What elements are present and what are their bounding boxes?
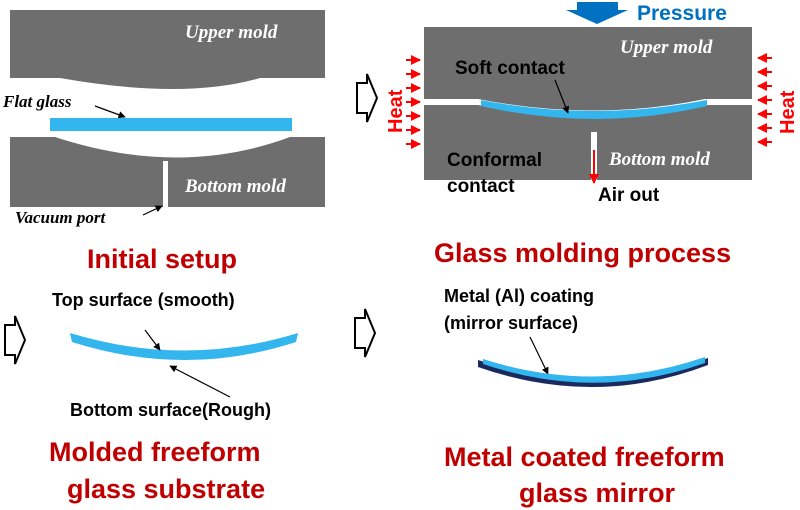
bottom-mold xyxy=(10,137,325,207)
upper-mold xyxy=(424,27,752,111)
coated-glass-mirror xyxy=(483,357,705,383)
caption-molded-line2: glass substrate xyxy=(67,474,265,504)
process-arrow-icon xyxy=(4,315,27,365)
air-out-label: Air out xyxy=(598,185,660,206)
process-arrow-icon xyxy=(356,73,379,123)
bottom-surface-pointer xyxy=(169,365,231,398)
top-surface-label: Top surface (smooth) xyxy=(52,290,235,310)
panel-molded-substrate: Top surface (smooth) Bottom surface(Roug… xyxy=(49,290,298,504)
molded-glass-substrate xyxy=(70,333,298,360)
bottom-mold-label: Bottom mold xyxy=(608,149,710,170)
heat-label-right: Heat xyxy=(777,90,799,134)
upper-mold-label: Upper mold xyxy=(185,22,278,43)
metal-coating xyxy=(478,358,708,388)
heat-label-left: Heat xyxy=(385,89,407,133)
upper-mold xyxy=(10,10,325,89)
caption-coated-line1: Metal coated freeform xyxy=(444,442,725,472)
flat-glass-label: Flat glass xyxy=(2,92,72,111)
coating-label-line1: Metal (Al) coating xyxy=(444,286,594,306)
process-arrow-icon xyxy=(354,308,377,358)
soft-contact-pointer xyxy=(554,79,569,114)
heat-arrow-icon xyxy=(406,55,421,149)
molded-glass xyxy=(481,100,707,119)
caption-molding-process: Glass molding process xyxy=(434,238,731,268)
bottom-surface-label: Bottom surface(Rough) xyxy=(70,400,271,420)
conformal-contact-line2: contact xyxy=(447,176,515,197)
bottom-mold xyxy=(424,105,752,180)
caption-initial-setup: Initial setup xyxy=(87,244,237,274)
top-surface-pointer xyxy=(144,329,161,351)
panel-molding-process: Pressure Upper mold Bottom mold Air out … xyxy=(385,2,799,268)
conformal-contact-line1: Conformal xyxy=(447,150,542,171)
pressure-label: Pressure xyxy=(637,2,727,25)
vacuum-port-pointer xyxy=(142,205,163,216)
flat-glass xyxy=(50,118,292,131)
pressure-arrow-icon xyxy=(566,2,628,24)
vacuum-port-label: Vacuum port xyxy=(15,208,106,227)
soft-contact-label: Soft contact xyxy=(455,58,565,79)
caption-molded-line1: Molded freeform xyxy=(49,437,261,467)
bottom-mold-label: Bottom mold xyxy=(184,176,286,197)
flat-glass-pointer xyxy=(94,105,126,119)
caption-coated-line2: glass mirror xyxy=(519,478,676,508)
upper-mold-label: Upper mold xyxy=(620,37,713,58)
heat-arrow-icon xyxy=(757,53,772,147)
vacuum-port xyxy=(163,161,168,207)
panel-initial-setup: Upper mold Bottom mold Flat glass Vacuum… xyxy=(2,10,325,274)
coating-pointer xyxy=(529,336,549,375)
coating-label-line2: (mirror surface) xyxy=(444,313,578,333)
panel-coated-mirror: Metal (Al) coating (mirror surface) Meta… xyxy=(444,286,725,508)
